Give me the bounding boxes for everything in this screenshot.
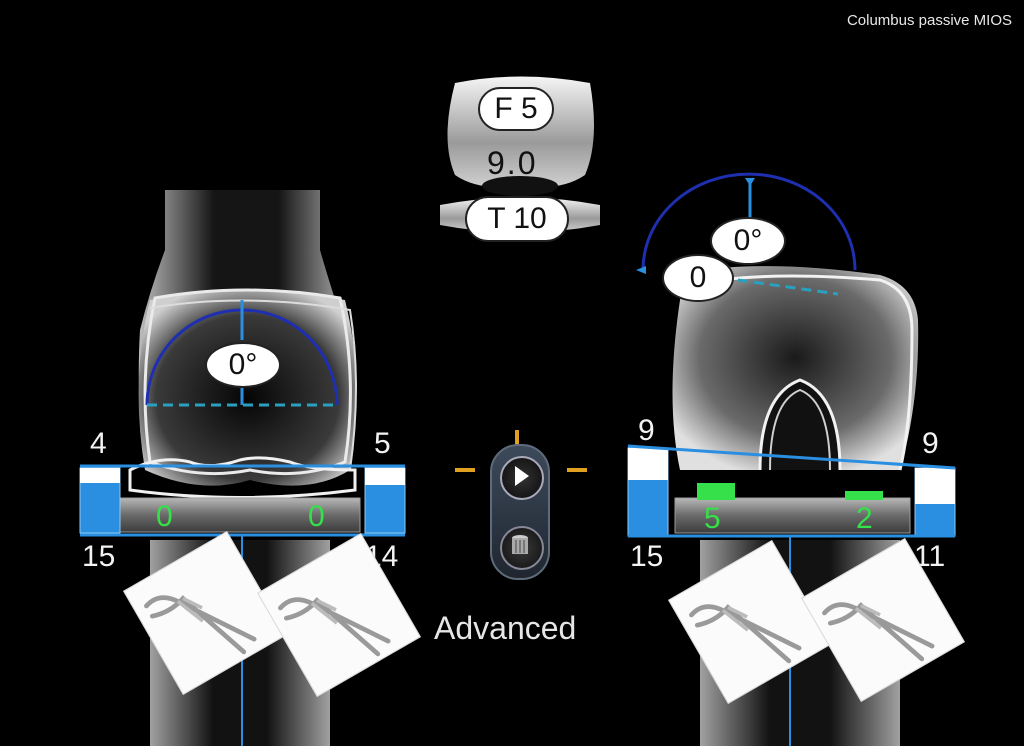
femur-size-badge: F 5: [478, 87, 554, 131]
flexion-rotation-label: 0°: [733, 224, 763, 257]
tibia-size-badge: T 10: [465, 196, 569, 242]
forceps-image-2: [257, 533, 421, 697]
flexion-top-left-value: 9: [638, 414, 655, 447]
extension-bottom-left-value: 15: [82, 540, 116, 573]
trash-icon: [512, 535, 528, 554]
extension-top-left-value: 4: [90, 427, 107, 460]
gap-value: 9.0: [487, 145, 538, 181]
flexion-insert-right-value: 2: [856, 502, 873, 535]
trash-button[interactable]: [500, 526, 544, 570]
flexion-top-right-value: 9: [922, 427, 939, 460]
play-icon: [515, 466, 529, 486]
tibia-size-label: T 10: [487, 202, 547, 235]
forceps-image-3: [668, 540, 832, 704]
forceps-image-4: [801, 538, 965, 702]
advanced-button[interactable]: Advanced: [434, 610, 577, 646]
femur-size-label: F 5: [494, 92, 538, 125]
extension-top-right-value: 5: [374, 427, 391, 460]
flexion-offset-label: 0: [689, 261, 707, 294]
control-pod: [490, 444, 550, 580]
extension-angle-badge: 0°: [205, 342, 281, 388]
forceps-image-1: [123, 531, 287, 695]
flexion-insert-left-value: 5: [704, 502, 721, 535]
app-title: Columbus passive MIOS: [846, 12, 1012, 29]
extension-angle-label: 0°: [228, 348, 258, 381]
play-button[interactable]: [500, 456, 544, 500]
flexion-rotation-badge: 0°: [710, 217, 786, 265]
extension-insert-right-value: 0: [308, 500, 325, 533]
flexion-offset-badge: 0: [662, 254, 734, 302]
flexion-bottom-left-value: 15: [630, 540, 664, 573]
extension-insert-left-value: 0: [156, 500, 173, 533]
